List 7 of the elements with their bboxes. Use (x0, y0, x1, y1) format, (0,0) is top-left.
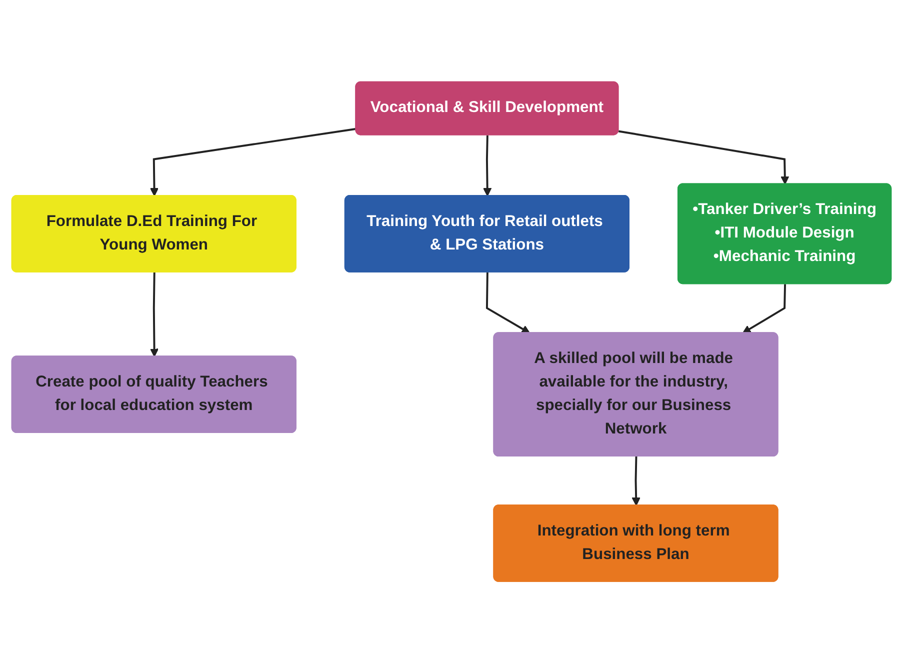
arrow (632, 456, 640, 506)
arrow (483, 136, 492, 197)
arrow (742, 284, 786, 334)
arrow (150, 272, 159, 358)
arrow (486, 272, 530, 334)
arrow (150, 128, 356, 197)
arrow (618, 130, 790, 185)
